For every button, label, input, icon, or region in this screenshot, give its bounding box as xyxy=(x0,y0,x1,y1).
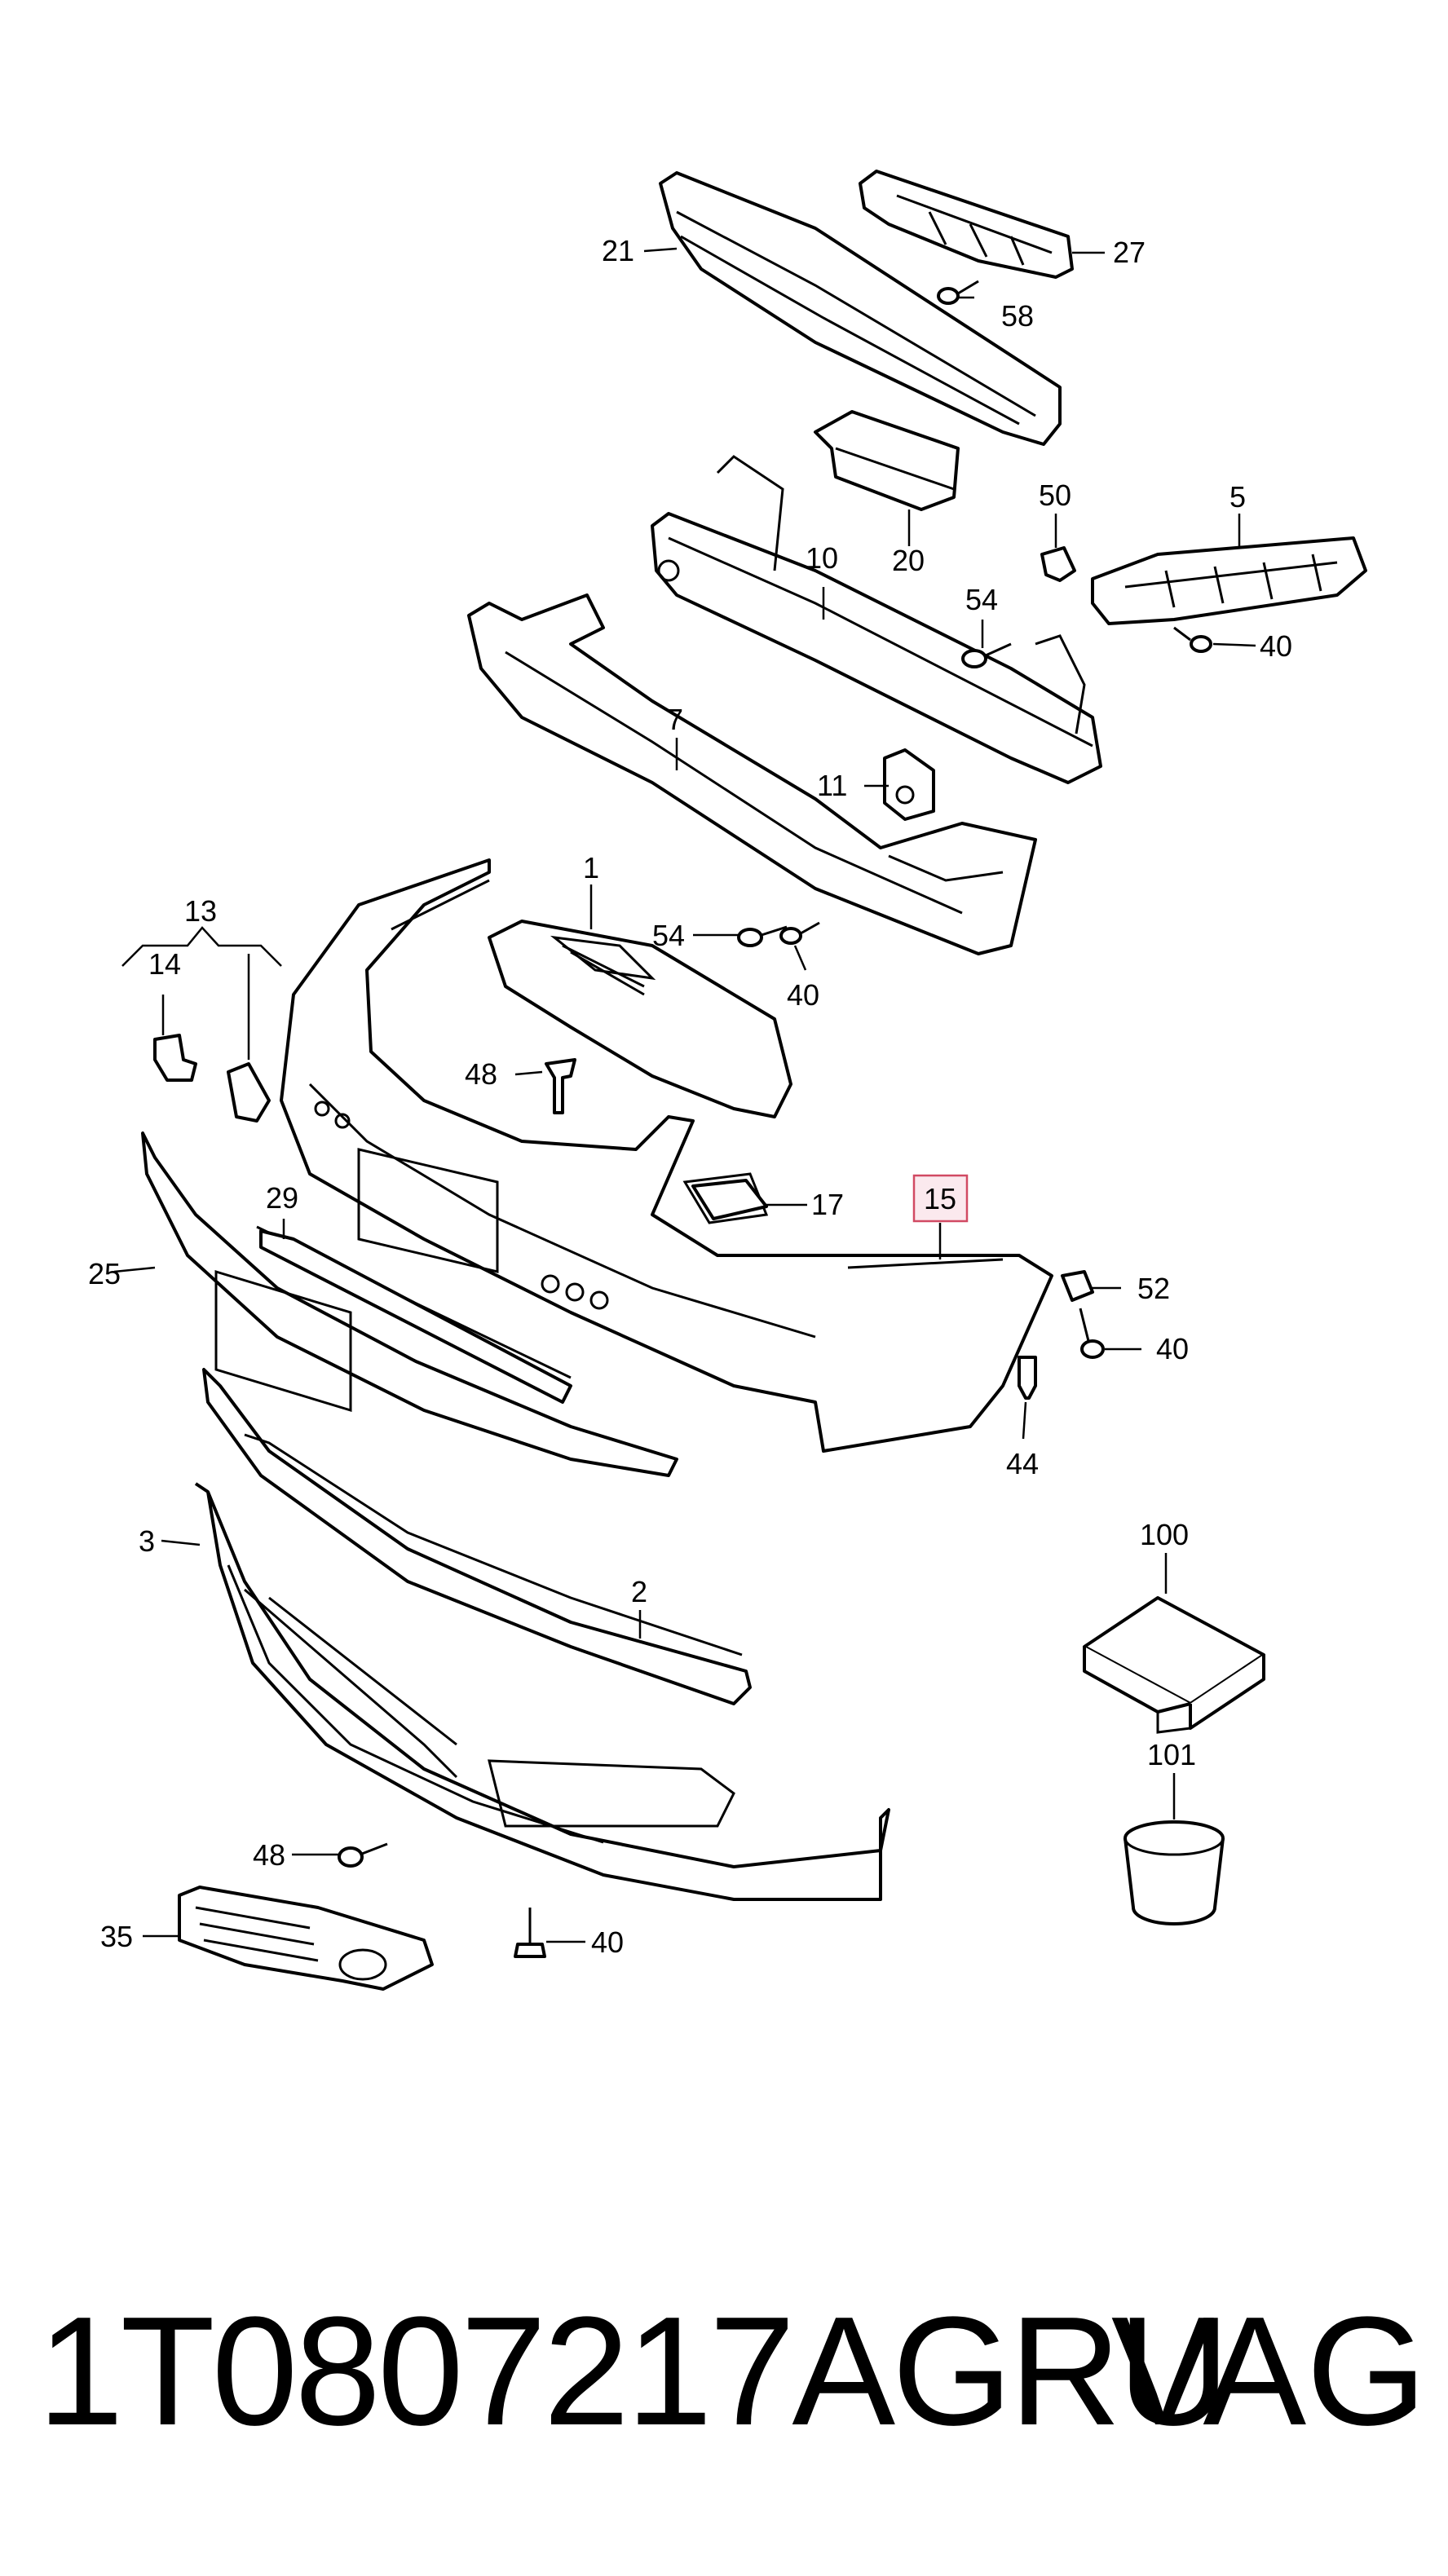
callout-100: 100 xyxy=(1140,1518,1189,1551)
part-13-group xyxy=(121,926,282,1123)
callout-20: 20 xyxy=(892,544,925,577)
fastener-40-lower xyxy=(514,1908,546,1958)
part-17-cover xyxy=(691,1179,768,1220)
callout-48b: 48 xyxy=(253,1838,285,1872)
part-10-carrier xyxy=(651,455,1102,784)
callout-35: 35 xyxy=(100,1920,133,1953)
part-number: 1T0807217AGRU xyxy=(38,2285,1229,2458)
fastener-40-upper-right xyxy=(1173,626,1212,653)
part-29-strip xyxy=(259,1229,572,1404)
part-11-clip xyxy=(883,748,935,821)
callout-11: 11 xyxy=(817,769,847,802)
part-15-bumper-cover xyxy=(280,858,1053,1453)
callout-40d: 40 xyxy=(591,1925,624,1959)
callout-3: 3 xyxy=(139,1524,155,1558)
callout-52: 52 xyxy=(1137,1272,1170,1305)
part-27-bracket xyxy=(859,170,1074,279)
callout-44: 44 xyxy=(1006,1447,1039,1480)
part-2-spoiler xyxy=(202,1368,752,1705)
brand-name: VAG xyxy=(1110,2285,1427,2458)
fastener-54-lower xyxy=(737,925,788,947)
fastener-44 xyxy=(1018,1356,1037,1400)
callout-40c: 40 xyxy=(1156,1332,1189,1365)
fastener-52 xyxy=(1061,1270,1094,1302)
callout-48a: 48 xyxy=(465,1057,497,1091)
leader-lines xyxy=(113,247,1256,1943)
callout-25: 25 xyxy=(88,1257,121,1290)
exploded-parts-diagram: 21 27 58 20 10 50 5 40 54 7 11 1 54 40 1… xyxy=(88,170,1367,1991)
callout-29: 29 xyxy=(266,1181,298,1215)
fastener-48-upper xyxy=(545,1058,576,1114)
fastener-40-right xyxy=(1079,1308,1105,1359)
callout-17: 17 xyxy=(811,1188,844,1221)
part-35-fog-grille xyxy=(178,1886,434,1991)
part-21-absorber xyxy=(659,171,1062,446)
callouts: 21 27 58 20 10 50 5 40 54 7 11 1 54 40 1… xyxy=(88,234,1292,1959)
callout-15: 15 xyxy=(924,1182,956,1215)
callout-40a: 40 xyxy=(1260,629,1292,663)
part-7-cross-member xyxy=(467,593,1037,955)
callout-101: 101 xyxy=(1147,1738,1196,1771)
part-20-guide xyxy=(814,410,960,511)
callout-40b: 40 xyxy=(787,978,819,1012)
callout-1: 1 xyxy=(583,851,599,884)
callout-15-highlight xyxy=(912,1174,969,1223)
callout-13: 13 xyxy=(184,894,217,928)
fastener-48-lower xyxy=(338,1842,388,1868)
callout-14: 14 xyxy=(148,947,181,981)
callout-54b: 54 xyxy=(652,919,685,952)
callout-50: 50 xyxy=(1039,479,1071,512)
fastener-50 xyxy=(1040,546,1076,582)
part-5-side-guide xyxy=(1091,536,1367,625)
callout-54a: 54 xyxy=(965,583,998,616)
fastener-54-upper xyxy=(961,642,1012,668)
callout-58: 58 xyxy=(1001,299,1034,333)
part-101-cap xyxy=(1124,1820,1225,1925)
callout-2: 2 xyxy=(631,1575,647,1608)
part-58-screw xyxy=(937,280,979,305)
part-100-pad xyxy=(1083,1596,1265,1734)
callout-10: 10 xyxy=(806,541,838,575)
callout-21: 21 xyxy=(602,234,634,267)
callout-5: 5 xyxy=(1229,480,1246,514)
part-3-lower-grille xyxy=(194,1482,890,1901)
part-1-air-guide xyxy=(488,920,792,1118)
callout-7: 7 xyxy=(667,703,683,736)
fastener-40-middle xyxy=(779,921,820,945)
callout-27: 27 xyxy=(1113,236,1146,269)
